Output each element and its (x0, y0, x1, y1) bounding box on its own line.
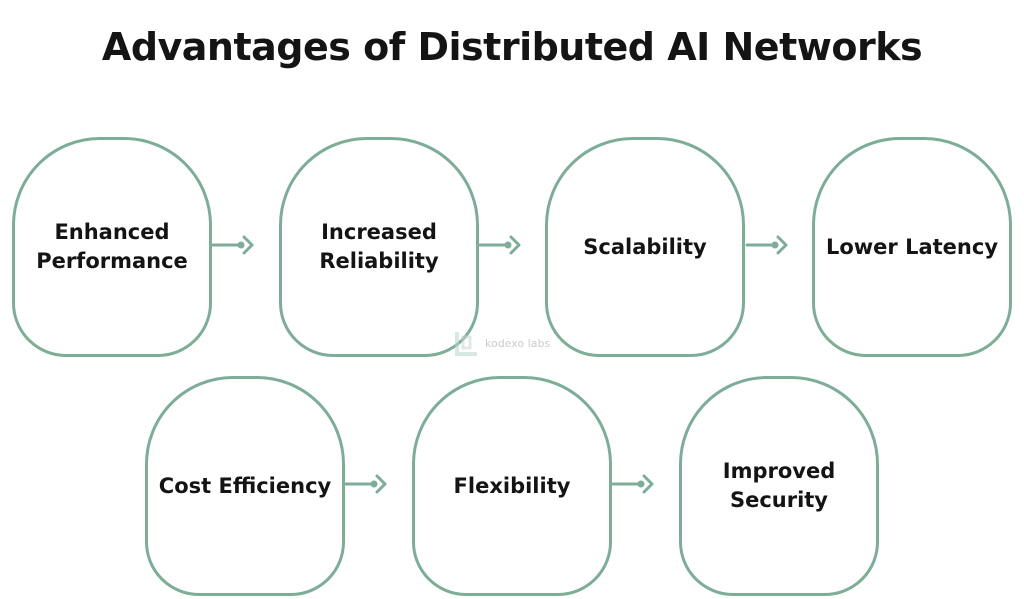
watermark-text: kodexo labs (485, 336, 551, 350)
card-label: Lower Latency (825, 234, 999, 259)
watermark: kodexo labs (454, 330, 550, 356)
card-improved-security: Improved Security (679, 376, 879, 596)
arrow-right-icon (211, 235, 254, 255)
card-label: Cost Efficiency (158, 473, 332, 498)
card-enhanced-performance: Enhanced Performance (12, 137, 212, 357)
card-cost-efficiency: Cost Efficiency (145, 376, 345, 596)
card-label: Improved Security (722, 459, 836, 512)
page-title: Advantages of Distributed AI Networks (101, 25, 923, 69)
arrow-right-icon (344, 474, 387, 494)
card-scalability: Scalability (545, 137, 745, 357)
card-increased-reliability: Increased Reliability (279, 137, 479, 357)
kodexo-logo-icon (455, 332, 477, 356)
card-label: Flexibility (453, 473, 571, 498)
arrow-right-icon (745, 235, 788, 255)
card-flexibility: Flexibility (412, 376, 612, 596)
arrow-right-icon (611, 474, 654, 494)
card-label: Enhanced Performance (36, 220, 188, 273)
arrow-right-icon (478, 235, 521, 255)
card-label: Scalability (583, 234, 707, 259)
card-lower-latency: Lower Latency (812, 137, 1012, 357)
card-label: Increased Reliability (319, 220, 439, 273)
